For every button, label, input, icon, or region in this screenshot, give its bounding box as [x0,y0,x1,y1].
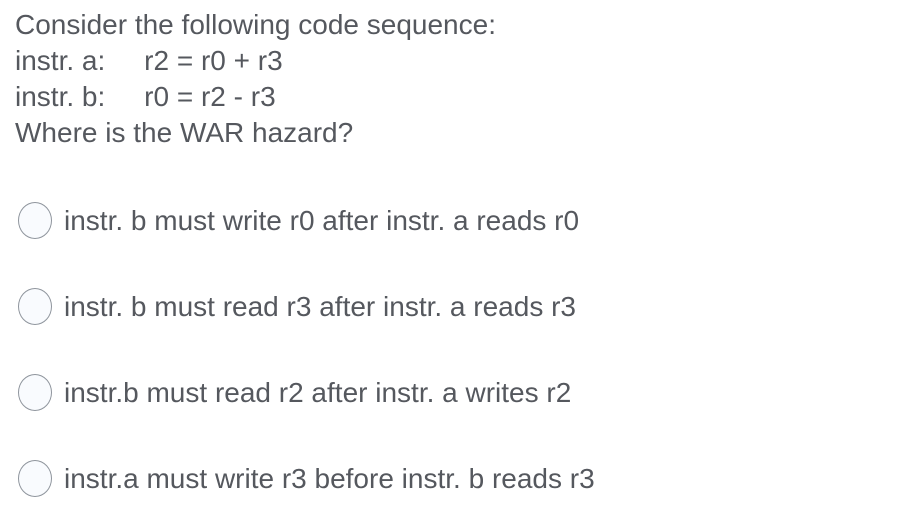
radio-button-option-3[interactable] [18,374,52,411]
question-line-prompt: Where is the WAR hazard? [15,117,354,148]
radio-button-option-2[interactable] [18,288,52,325]
option-label-2[interactable]: instr. b must read r3 after instr. a rea… [64,291,576,322]
option-label-4[interactable]: instr.a must write r3 before instr. b re… [64,463,595,494]
question-line-intro: Consider the following code sequence: [15,9,496,40]
option-label-1[interactable]: instr. b must write r0 after instr. a re… [64,205,580,236]
question-line-instr-a: instr. a: r2 = r0 + r3 [15,45,283,76]
radio-button-option-1[interactable] [18,202,52,239]
quiz-question: Consider the following code sequence: in… [15,7,897,497]
option-row-1[interactable]: instr. b must write r0 after instr. a re… [18,202,897,239]
option-row-2[interactable]: instr. b must read r3 after instr. a rea… [18,288,897,325]
option-label-3[interactable]: instr.b must read r2 after instr. a writ… [64,377,572,408]
option-row-4[interactable]: instr.a must write r3 before instr. b re… [18,460,897,497]
option-row-3[interactable]: instr.b must read r2 after instr. a writ… [18,374,897,411]
question-text: Consider the following code sequence: in… [15,7,897,151]
question-line-instr-b: instr. b: r0 = r2 - r3 [15,81,276,112]
options-list: instr. b must write r0 after instr. a re… [15,202,897,497]
radio-button-option-4[interactable] [18,460,52,497]
